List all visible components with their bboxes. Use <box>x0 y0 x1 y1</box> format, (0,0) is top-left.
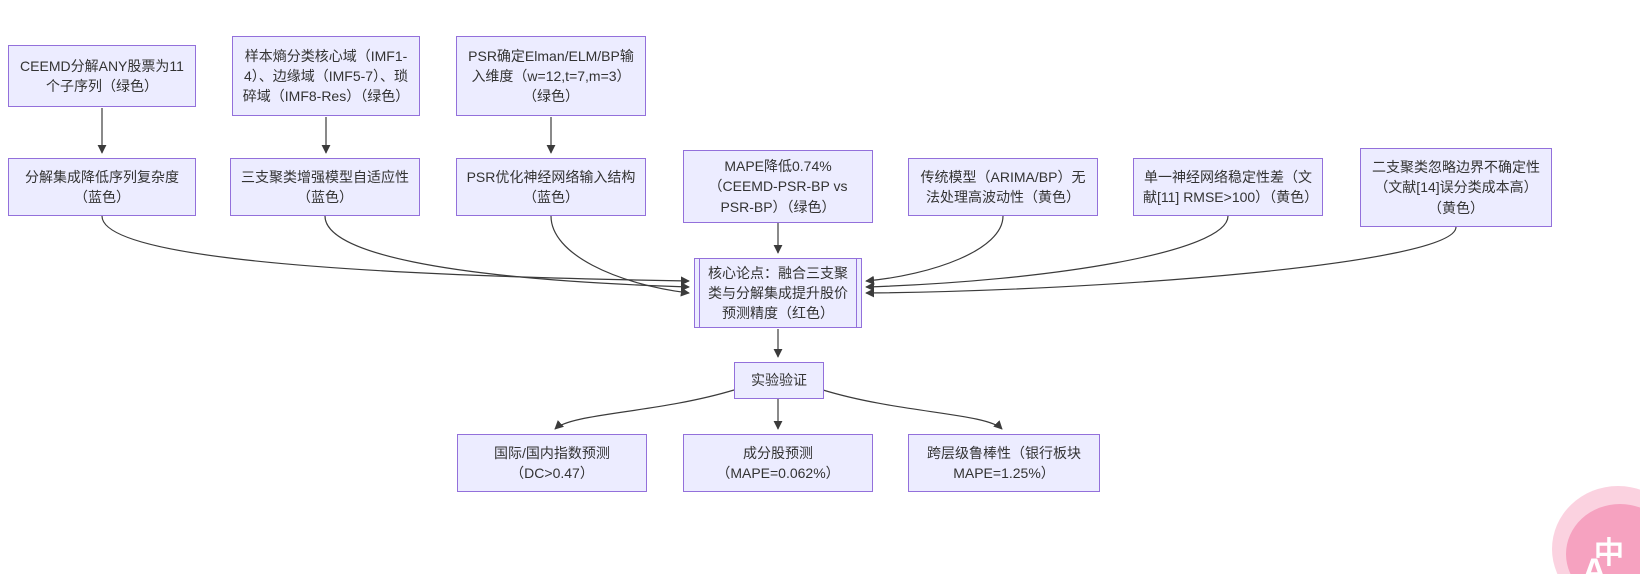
node-single-nn-unstable: 单一神经网络稳定性差（文献[11] RMSE>100）（黄色） <box>1133 158 1323 216</box>
node-mape-improve: MAPE降低0.74%（CEEMD-PSR-BP vs PSR-BP）（绿色） <box>683 150 873 223</box>
translate-bubble-halo: 中 A <box>1552 486 1640 574</box>
edge-traditional-to-core <box>865 215 1004 285</box>
edge-adaptive-to-core <box>324 215 690 292</box>
translate-zh-glyph: 中 <box>1594 537 1624 570</box>
node-robustness: 跨层级鲁棒性（银行板块 MAPE=1.25%） <box>908 434 1100 492</box>
node-traditional-limit: 传统模型（ARIMA/BP）无法处理高波动性（黄色） <box>908 158 1098 216</box>
node-core-thesis: 核心论点：融合三支聚类与分解集成提升股价预测精度（红色） <box>694 258 862 328</box>
node-psr-input-dim: PSR确定Elman/ELM/BP输入维度（w=12,t=7,m=3）（绿色） <box>456 36 646 116</box>
edge-twoway-to-core <box>865 226 1457 298</box>
node-psr-structure: PSR优化神经网络输入结构（蓝色） <box>456 158 646 216</box>
edge-experiment-to-robust <box>822 389 1003 430</box>
edge-complexity-to-core <box>101 215 690 286</box>
node-ceemd-decompose: CEEMD分解ANY股票为11个子序列（绿色） <box>8 45 196 107</box>
node-threeway-adaptive: 三支聚类增强模型自适应性（蓝色） <box>230 158 420 216</box>
node-stock-prediction: 成分股预测（MAPE=0.062%） <box>683 434 873 492</box>
node-twoway-boundary: 二支聚类忽略边界不确定性（文献[14]误分类成本高）（黄色） <box>1360 148 1552 227</box>
edge-singlenn-to-core <box>865 215 1229 292</box>
translate-button[interactable]: 中 A <box>1566 504 1640 574</box>
node-decomp-complexity: 分解集成降低序列复杂度（蓝色） <box>8 158 196 216</box>
edge-structure-to-core <box>550 215 690 297</box>
edge-experiment-to-index <box>554 389 735 430</box>
node-sample-entropy: 样本熵分类核心域（IMF1-4）、边缘域（IMF5-7）、琐碎域（IMF8-Re… <box>232 36 420 116</box>
translate-en-glyph: A <box>1582 552 1607 574</box>
node-experiment: 实验验证 <box>734 362 824 399</box>
node-index-prediction: 国际/国内指数预测（DC>0.47） <box>457 434 647 492</box>
